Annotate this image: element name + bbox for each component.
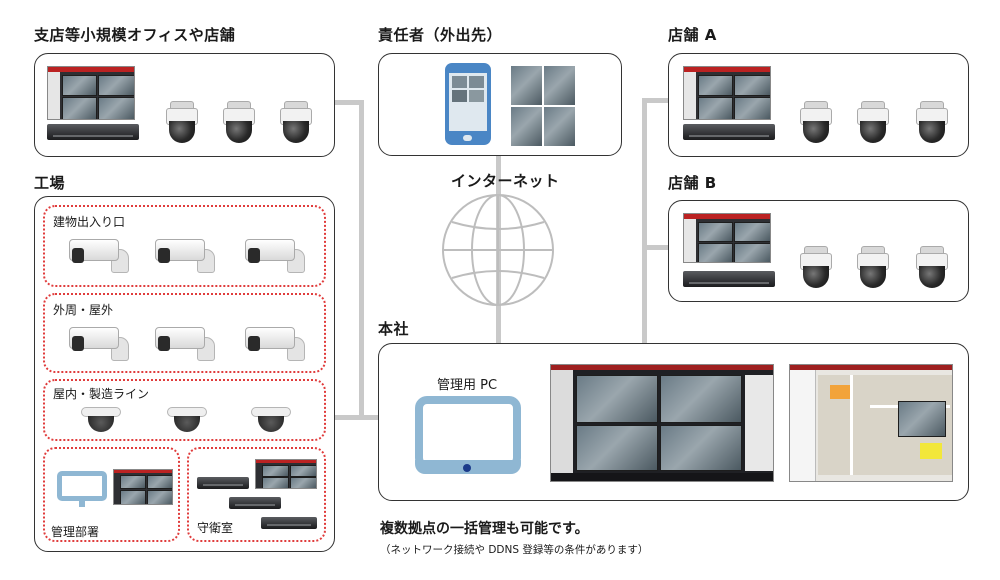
nvr-recorder	[261, 517, 317, 529]
vms-screenshot	[550, 364, 774, 482]
branch-office-box	[34, 53, 335, 157]
nvr-recorder	[683, 271, 775, 287]
bullet-camera-icon	[63, 323, 135, 363]
ptz-camera-icon	[222, 101, 256, 143]
pc-monitor-icon	[57, 471, 107, 509]
store-b-box	[668, 200, 969, 302]
ptz-camera-icon	[165, 101, 199, 143]
monitor-screen	[255, 459, 317, 489]
dome-camera-icon	[167, 407, 207, 433]
heading-branch-office: 支店等小規模オフィスや店舗	[34, 26, 236, 44]
monitor-screen	[47, 66, 135, 120]
heading-head-office: 本社	[378, 320, 410, 338]
camera-view-grid	[511, 66, 575, 146]
heading-store-a: 店舗 A	[668, 26, 717, 44]
ptz-camera-icon	[856, 101, 890, 143]
nvr-recorder	[229, 497, 281, 509]
connector-left-top	[335, 100, 363, 105]
zone-admin-label: 管理部署	[51, 525, 100, 539]
globe-icon	[442, 194, 554, 306]
heading-manager-remote: 責任者（外出先）	[378, 26, 503, 44]
zone-entrance: 建物出入り口	[43, 205, 326, 287]
ptz-camera-icon	[279, 101, 313, 143]
zone-admin: 管理部署	[43, 447, 180, 542]
nvr-recorder	[683, 124, 775, 140]
bullet-camera-icon	[149, 323, 221, 363]
monitor-screen	[683, 213, 771, 263]
zone-guard-label: 守衛室	[197, 521, 234, 535]
nvr-recorder	[47, 124, 139, 140]
heading-factory: 工場	[34, 174, 66, 192]
map-screenshot	[789, 364, 953, 482]
zone-entrance-label: 建物出入り口	[53, 215, 126, 229]
monitor-screen	[683, 66, 771, 120]
zone-indoor: 屋内・製造ライン	[43, 379, 326, 441]
connector-right-store-b	[642, 245, 669, 250]
factory-box: 建物出入り口 外周・屋外 屋内・製造ライン 管理部署	[34, 196, 335, 552]
monitor-screen	[113, 469, 173, 505]
zone-indoor-label: 屋内・製造ライン	[53, 387, 150, 401]
zone-guard: 守衛室	[187, 447, 326, 542]
bullet-camera-icon	[63, 235, 135, 275]
bullet-camera-icon	[239, 235, 311, 275]
smartphone-icon	[445, 63, 491, 145]
zone-perimeter: 外周・屋外	[43, 293, 326, 373]
ptz-camera-icon	[915, 101, 949, 143]
internet-label: インターネット	[451, 172, 560, 190]
manager-remote-box	[378, 53, 622, 156]
connector-right-store-a	[642, 98, 669, 103]
ptz-camera-icon	[856, 246, 890, 288]
ptz-camera-icon	[915, 246, 949, 288]
ptz-camera-icon	[799, 101, 833, 143]
footer-note-text: （ネットワーク接続や DDNS 登録等の条件があります）	[380, 544, 649, 556]
dome-camera-icon	[251, 407, 291, 433]
ptz-camera-icon	[799, 246, 833, 288]
nvr-recorder	[197, 477, 249, 489]
dome-camera-icon	[81, 407, 121, 433]
zone-perimeter-label: 外周・屋外	[53, 303, 114, 317]
bullet-camera-icon	[149, 235, 221, 275]
connector-right-vertical	[642, 98, 647, 346]
pc-label: 管理用 PC	[437, 378, 498, 393]
connector-left-vertical	[359, 100, 364, 420]
store-a-box	[668, 53, 969, 157]
footer-main-text: 複数拠点の一括管理も可能です。	[380, 521, 589, 537]
heading-store-b: 店舗 B	[668, 174, 717, 192]
bullet-camera-icon	[239, 323, 311, 363]
connector-left-factory	[335, 415, 380, 420]
head-office-box: 管理用 PC	[378, 343, 969, 501]
